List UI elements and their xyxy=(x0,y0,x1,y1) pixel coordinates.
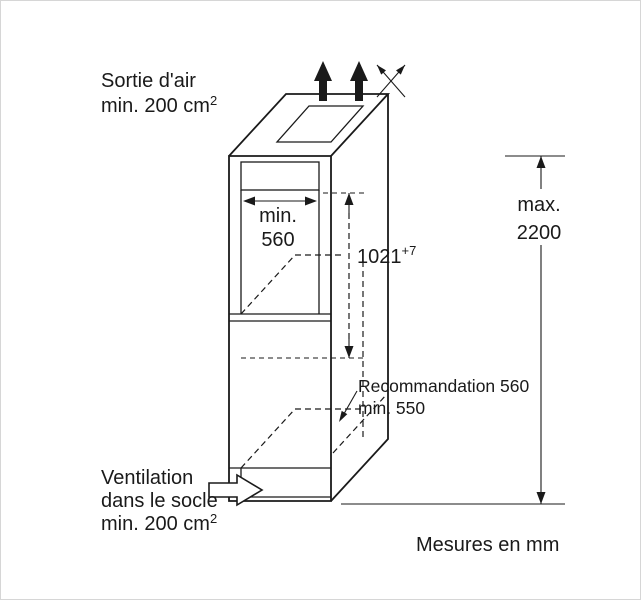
depth-recommendation-label: Recommandation 560 xyxy=(358,376,529,396)
cabinet-top-face xyxy=(228,93,391,157)
air-duct-band xyxy=(240,161,320,191)
ventilation-label-line2: dans le socle xyxy=(101,490,218,512)
up-arrow-icon xyxy=(314,61,332,101)
niche-width-label: min. xyxy=(259,205,297,227)
cabinet-right-face xyxy=(330,94,389,502)
max-height-value: 2200 xyxy=(517,222,562,244)
units-label: Mesures en mm xyxy=(416,534,559,556)
air-outlet-slot xyxy=(275,105,365,143)
air-outlet-label: Sortie d'air xyxy=(101,70,196,92)
cabinet-structure xyxy=(228,93,391,502)
up-arrow-icon xyxy=(350,61,368,101)
max-height-dimension xyxy=(341,155,565,505)
niche-width-dimension xyxy=(243,196,317,206)
side-depth-diagonal xyxy=(332,393,388,454)
ventilation-label-line3: min. 200 cm2 xyxy=(101,511,217,535)
depth-min-label: min. 550 xyxy=(358,398,425,418)
niche-height-value: 1021+7 xyxy=(357,243,416,268)
niche-height-dimension xyxy=(323,192,367,358)
air-outlet-min-label: min. 200 cm2 xyxy=(101,93,217,117)
hidden-edges xyxy=(240,254,388,469)
crossed-arrows-icon xyxy=(376,64,406,98)
ventilation-arrow-icon xyxy=(208,473,264,507)
niche-width-value: 560 xyxy=(261,229,294,251)
air-flow-arrows xyxy=(314,61,406,101)
ventilation-label-line1: Ventilation xyxy=(101,467,193,489)
max-height-label: max. xyxy=(517,194,560,216)
depth-leader xyxy=(339,390,358,422)
base-depth-diagonal xyxy=(240,408,296,469)
shelf-depth-diagonal xyxy=(240,254,296,315)
